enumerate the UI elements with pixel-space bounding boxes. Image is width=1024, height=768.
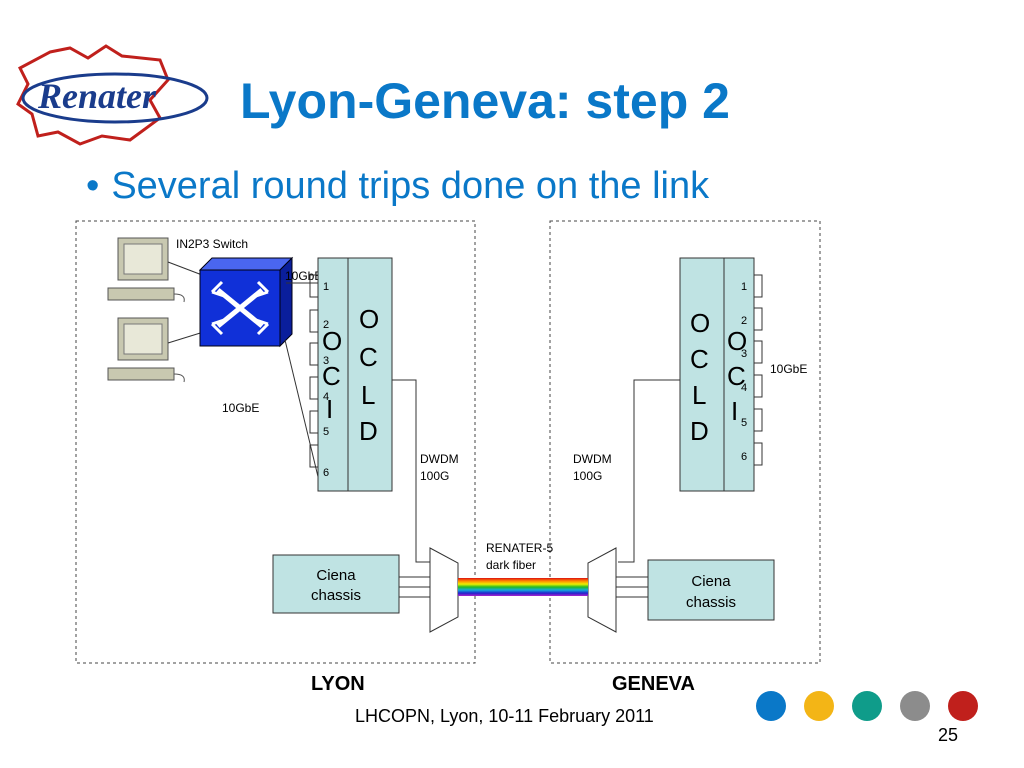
switch-label: IN2P3 Switch (176, 237, 248, 251)
svg-text:2: 2 (323, 319, 329, 331)
decor-circle-yellow (804, 691, 834, 721)
svg-text:L: L (692, 380, 706, 410)
svg-text:100G: 100G (573, 469, 602, 483)
geneva-mux (587, 547, 617, 633)
decor-circle-gray (900, 691, 930, 721)
svg-text:I: I (326, 394, 333, 424)
footer-text: LHCOPN, Lyon, 10-11 February 2011 (355, 706, 654, 726)
svg-text:6: 6 (741, 451, 747, 463)
svg-text:O: O (359, 304, 379, 334)
dwdm-label-left: DWDM 100G (420, 452, 459, 483)
svg-text:D: D (359, 416, 378, 446)
decor-circle-red (948, 691, 978, 721)
svg-text:O: O (727, 326, 747, 356)
geneva-chassis-line1: Ciena (691, 573, 731, 590)
decor-circle-teal (852, 691, 882, 721)
dark-fiber (458, 578, 588, 596)
lyon-ciena-chassis (272, 554, 400, 614)
svg-text:1: 1 (323, 281, 329, 293)
lyon-oci-letters: O C I (322, 326, 342, 424)
svg-text:C: C (690, 344, 709, 374)
svg-text:3: 3 (741, 348, 747, 360)
svg-text:1: 1 (741, 281, 747, 293)
svg-text:4: 4 (741, 382, 747, 394)
geneva-port-brackets (754, 274, 763, 466)
link-label-right: 10GbE (770, 362, 807, 376)
site-label-geneva: GENEVA (612, 673, 695, 695)
lyon-ocld-card (347, 257, 393, 492)
slide-title: Lyon-Geneva: step 2 (240, 73, 730, 129)
svg-text:D: D (690, 416, 709, 446)
svg-text:DWDM: DWDM (420, 452, 459, 466)
svg-text:O: O (690, 308, 710, 338)
svg-text:I: I (731, 396, 738, 426)
decor-circle-blue (756, 691, 786, 721)
svg-text:C: C (727, 361, 746, 391)
lyon-chassis-line2: chassis (311, 587, 361, 604)
svg-text:100G: 100G (420, 469, 449, 483)
lyon-chassis-line1: Ciena (316, 567, 356, 584)
lyon-port-brackets (309, 274, 318, 468)
link-label-top: 10GbE (285, 269, 322, 283)
svg-text:C: C (359, 342, 378, 372)
svg-text:DWDM: DWDM (573, 452, 612, 466)
svg-text:C: C (322, 361, 341, 391)
lyon-port-numbers: 1 2 3 4 5 6 (323, 281, 329, 479)
page-number: 25 (938, 725, 959, 745)
geneva-port-numbers: 1 2 3 4 5 6 (741, 281, 747, 463)
geneva-ocld-card (679, 257, 725, 492)
svg-text:3: 3 (323, 355, 329, 367)
lyon-ocld-letters: O C L D (359, 304, 379, 446)
geneva-ciena-chassis (647, 559, 775, 621)
link-label-left: 10GbE (222, 401, 259, 415)
svg-text:5: 5 (741, 417, 747, 429)
fiber-label: RENATER-5 dark fiber (486, 541, 553, 572)
geneva-ocld-letters: O C L D (690, 308, 710, 446)
renater-logo: Renater (10, 40, 220, 155)
svg-text:4: 4 (323, 391, 329, 403)
computer-icon (107, 237, 185, 303)
lyon-mux (429, 547, 459, 633)
svg-text:2: 2 (741, 315, 747, 327)
bullet-item: •Several round trips done on the link (86, 165, 710, 207)
svg-text:Renater: Renater (37, 76, 157, 116)
svg-text:L: L (361, 380, 375, 410)
lyon-site-box (75, 220, 476, 664)
site-label-lyon: LYON (311, 673, 365, 695)
switch-icon (198, 256, 294, 348)
svg-text:O: O (322, 326, 342, 356)
svg-text:dark fiber: dark fiber (486, 558, 536, 572)
svg-text:RENATER-5: RENATER-5 (486, 541, 553, 555)
bullet-text: Several round trips done on the link (111, 165, 710, 207)
dwdm-label-right: DWDM 100G (573, 452, 612, 483)
lyon-oci-card (317, 257, 349, 492)
svg-text:5: 5 (323, 426, 329, 438)
geneva-oci-letters: O C I (727, 326, 747, 426)
computer-icon (107, 317, 185, 383)
geneva-chassis-line2: chassis (686, 594, 736, 611)
geneva-oci-card (723, 257, 755, 492)
geneva-site-box (549, 220, 821, 664)
svg-text:6: 6 (323, 467, 329, 479)
